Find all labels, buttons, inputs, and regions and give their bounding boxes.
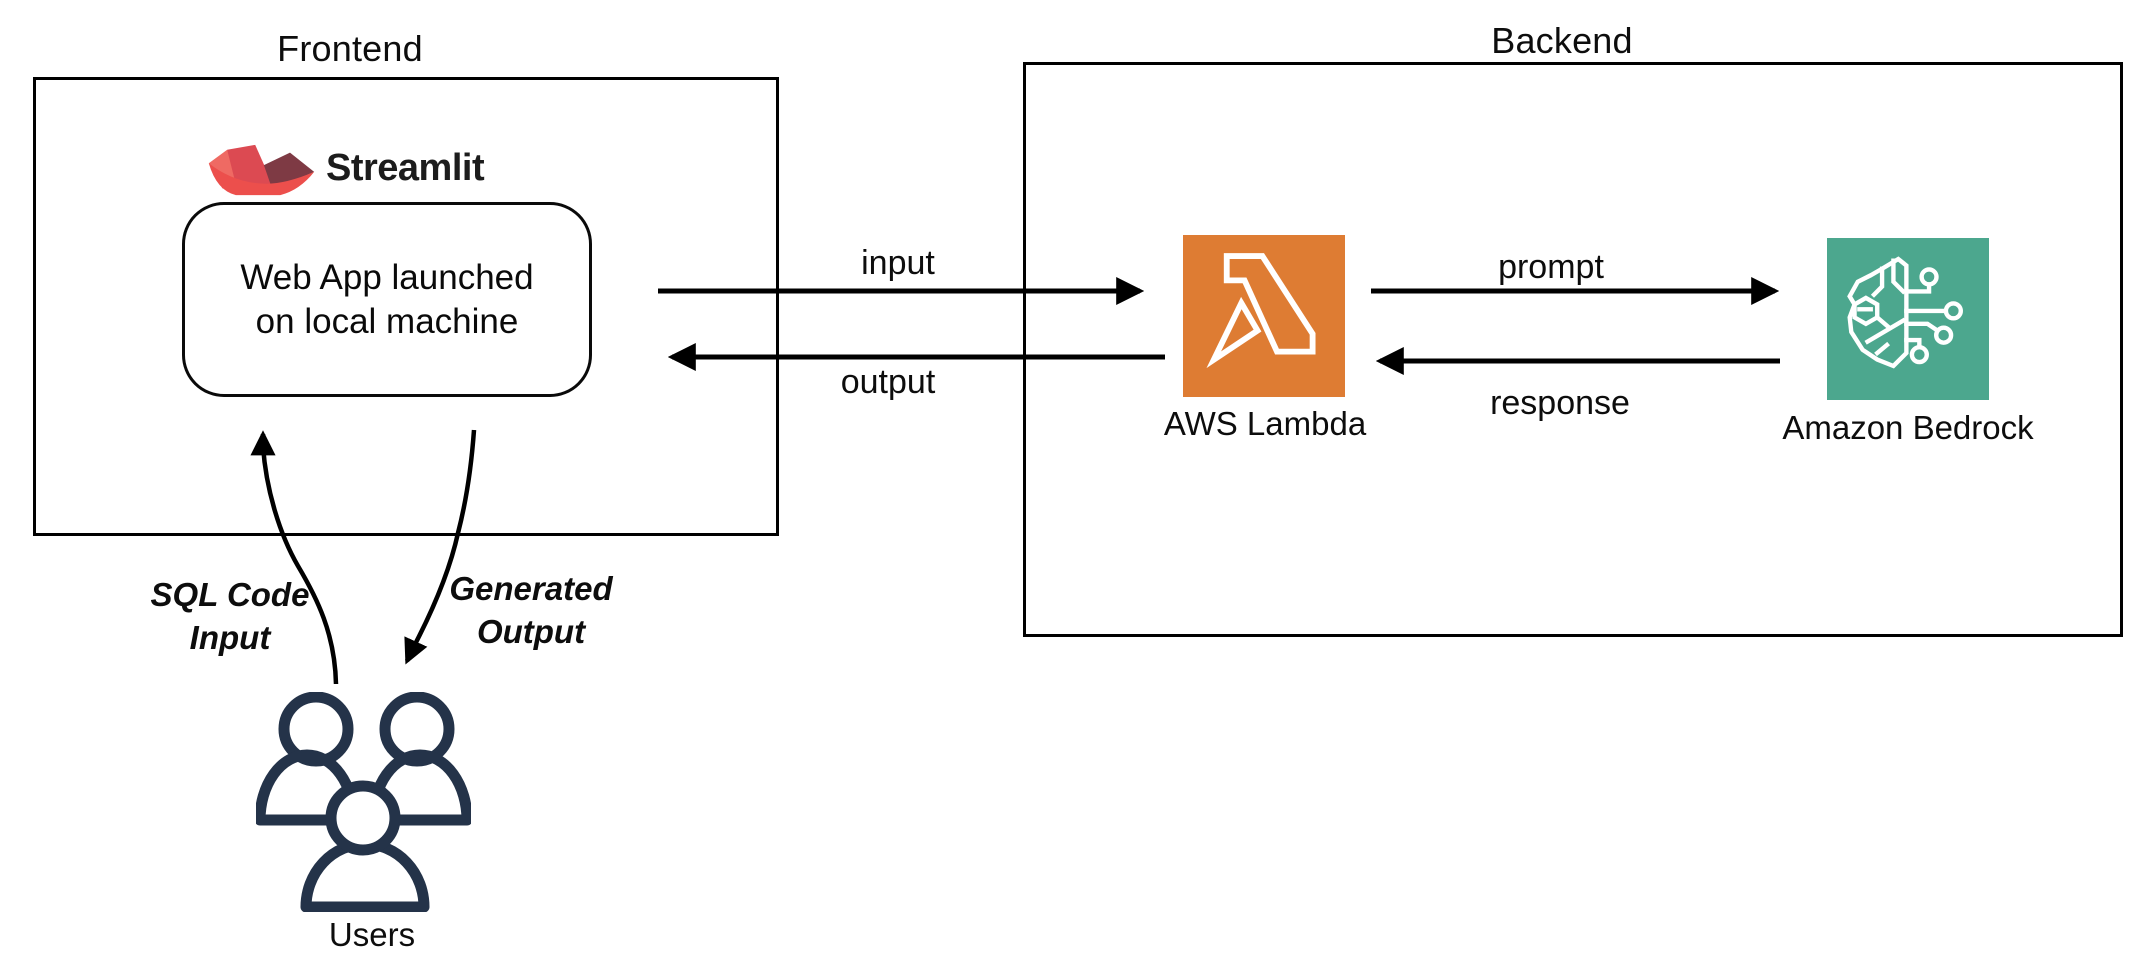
streamlit-wordmark: Streamlit — [326, 147, 485, 189]
generated-output-line1: Generated — [449, 570, 613, 607]
users-icon — [254, 691, 473, 913]
output-label: output — [840, 363, 936, 401]
amazon-bedrock-label: Amazon Bedrock — [1782, 409, 2034, 446]
webapp-node: Web App launched on local machine — [182, 202, 592, 397]
sql-code-input-label: SQL Code Input — [110, 573, 350, 659]
generated-output-line2: Output — [476, 613, 586, 650]
input-label: input — [861, 244, 935, 282]
amazon-bedrock-icon — [1827, 238, 1989, 400]
streamlit-logo-icon — [203, 141, 319, 199]
backend-title: Backend — [1491, 20, 1633, 61]
users-label: Users — [328, 916, 416, 953]
sql-code-input-line2: Input — [189, 619, 271, 656]
webapp-text-line2: on local machine — [255, 301, 519, 341]
response-label: response — [1490, 384, 1630, 422]
aws-lambda-icon — [1183, 235, 1345, 397]
sql-code-input-line1: SQL Code — [150, 576, 310, 613]
frontend-box — [33, 77, 779, 536]
prompt-label: prompt — [1498, 248, 1604, 286]
webapp-text-line1: Web App launched — [240, 257, 534, 297]
frontend-title: Frontend — [277, 28, 423, 69]
backend-box — [1023, 62, 2123, 637]
generated-output-label: Generated Output — [411, 567, 651, 653]
aws-lambda-label: AWS Lambda — [1163, 405, 1367, 442]
